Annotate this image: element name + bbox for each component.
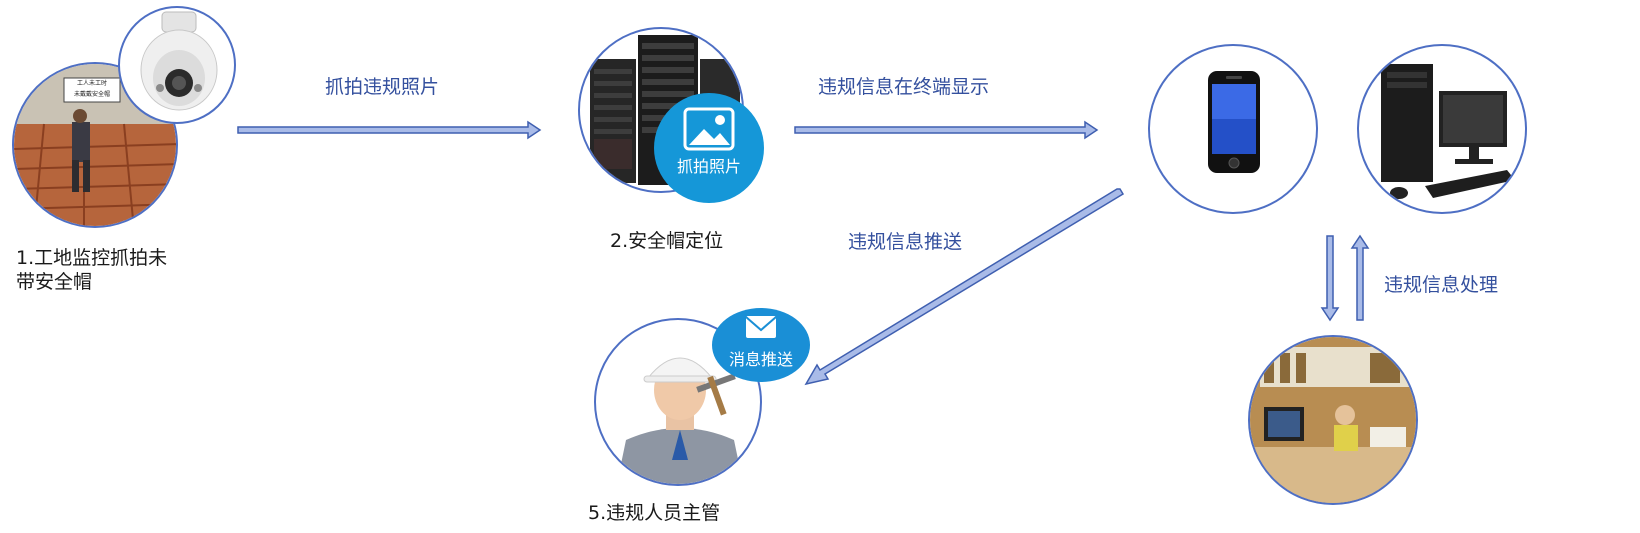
- mobile-phone-icon: [1208, 71, 1260, 173]
- arrow-handle-up: [1350, 234, 1370, 321]
- image-icon: [683, 107, 735, 151]
- node-caption-supervisor: 5.违规人员主管: [588, 502, 721, 524]
- edge-label-handle-info: 违规信息处理: [1384, 274, 1499, 296]
- caption-line-2: 带安全帽: [16, 271, 93, 293]
- photo-badge: 抓拍照片: [654, 93, 764, 203]
- edge-label-terminal-display: 违规信息在终端显示: [818, 76, 990, 98]
- edge-label-push-info: 违规信息推送: [848, 231, 963, 253]
- caption-line-1: 1.工地监控抓拍未: [16, 247, 168, 269]
- arrow-push-info: [804, 188, 1125, 386]
- node-caption-site-camera: 1.工地监控抓拍未 带安全帽: [16, 246, 167, 294]
- photo-badge-text: 抓拍照片: [676, 157, 741, 176]
- desktop-computer-icon: [1381, 64, 1515, 199]
- node-caption-helmet-locate: 2.安全帽定位: [610, 230, 724, 252]
- sign-text-2: 未戴戴安全帽: [73, 91, 110, 98]
- ptz-camera-circle: [118, 6, 236, 124]
- office-workstation-image: [1250, 337, 1416, 503]
- sign-text-1: 工人未工时: [76, 80, 107, 87]
- arrow-terminal-display: [794, 120, 1099, 140]
- office-circle: [1248, 335, 1418, 505]
- envelope-icon: [745, 316, 777, 338]
- desktop-circle: [1357, 44, 1527, 214]
- worker-with-helmet-image: [616, 357, 744, 484]
- arrow-handle-down: [1320, 235, 1340, 322]
- phone-circle: [1148, 44, 1318, 214]
- ptz-camera-icon: [140, 11, 218, 111]
- arrow-capture-photo: [237, 120, 542, 140]
- edge-label-capture-photo: 抓拍违规照片: [325, 76, 440, 98]
- push-message-bubble: 消息推送: [712, 308, 810, 382]
- push-bubble-text: 消息推送: [728, 350, 793, 369]
